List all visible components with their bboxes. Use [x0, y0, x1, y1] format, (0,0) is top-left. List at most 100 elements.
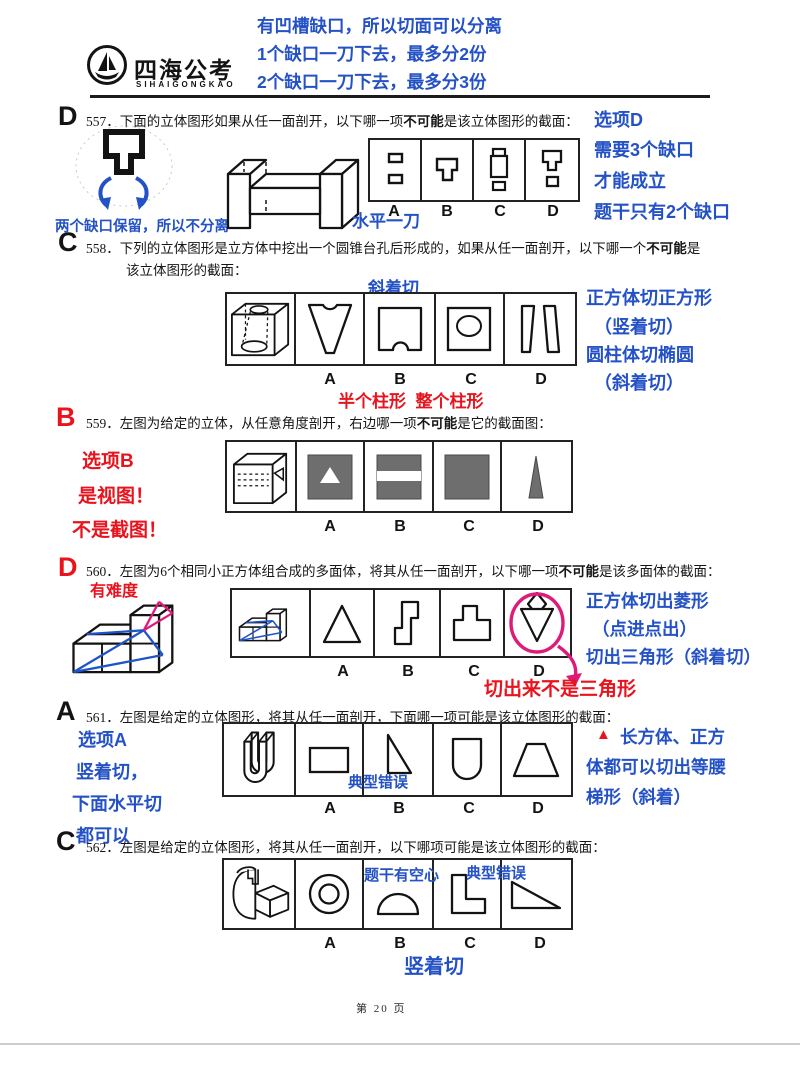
plug-rect-glyph [541, 149, 563, 188]
answer-letter-558: C [58, 227, 78, 257]
header-rule [90, 95, 710, 98]
side-note-561-1: 长方体、正方 [620, 727, 725, 747]
option-b-562 [364, 860, 434, 928]
stem-figure-562 [224, 860, 297, 928]
option-label: B [394, 371, 406, 388]
left-note-559-1: 选项B [82, 451, 134, 472]
option-c-558 [436, 294, 505, 364]
option-d-558 [505, 294, 575, 364]
option-label: C [465, 371, 477, 388]
right-triangle-glyph [386, 733, 413, 775]
trapezoid-glyph [513, 742, 560, 777]
sketch-note-557: 两个缺口保留，所以不分离 [55, 219, 229, 235]
options-box-560 [230, 588, 572, 658]
stem-figure-559 [227, 442, 298, 511]
option-label: D [533, 663, 545, 680]
side-note-558-3: 圆柱体切椭圆 [586, 345, 694, 365]
option-label: B [393, 800, 405, 817]
option-label: B [441, 203, 453, 220]
u-fork-solid-figure [243, 730, 275, 783]
square-arch-glyph [377, 306, 422, 352]
options-box-558 [225, 292, 577, 366]
brand-logo-icon [87, 45, 127, 85]
square-circle-glyph [447, 306, 492, 352]
option-c-559 [434, 442, 502, 511]
option-d-562 [502, 860, 571, 928]
box-note-562-b: 题干有空心 [364, 867, 440, 884]
side-note-560-2: （点进点出） [592, 619, 697, 639]
side-note-560-1: 正方体切出菱形 [586, 591, 709, 611]
difficulty-note-560: 有难度 [90, 583, 139, 600]
side-note-560-3: 切出三角形（斜着切） [586, 647, 761, 667]
options-box-557 [368, 138, 580, 202]
option-label: D [532, 800, 544, 817]
option-label: D [532, 518, 544, 535]
option-b-558 [365, 294, 436, 364]
answer-letter-561: A [56, 696, 76, 726]
side-note-561-2: 体都可以切出等腰 [586, 757, 726, 777]
right-triangle-glyph [511, 880, 562, 910]
option-label: B [394, 935, 406, 952]
options-box-559 [225, 440, 573, 513]
option-label: D [534, 935, 546, 952]
option-label: C [494, 203, 506, 220]
option-label: C [463, 518, 475, 535]
option-d-557 [526, 140, 578, 200]
option-b-561 [364, 724, 434, 795]
brand-name: 四海公考 [134, 57, 234, 83]
stem-figure-558 [227, 294, 297, 364]
halfcylinder-box-figure [232, 866, 290, 920]
option-label: A [337, 663, 349, 680]
options-box-562 [222, 858, 573, 930]
red-note-560: 切出来不是三角形 [484, 679, 637, 700]
gray-spike-glyph [528, 455, 545, 498]
answer-letter-562: C [56, 826, 76, 856]
diamond-triangle-glyph [509, 591, 566, 654]
side-note-558-4: （斜着切） [594, 373, 684, 393]
plug-glyph [435, 157, 459, 182]
option-label: A [324, 371, 336, 388]
gray-square-stripe-glyph [376, 454, 422, 499]
option-label: C [468, 663, 480, 680]
answer-letter-560: D [58, 552, 78, 582]
option-a-559 [297, 442, 366, 511]
option-label: B [402, 663, 414, 680]
sketch-notch-figure-557 [75, 125, 173, 210]
left-note-561-3: 下面水平切 [72, 794, 162, 814]
pink-arrow-560 [557, 644, 582, 687]
warning-triangle-marker: ▲ [596, 726, 611, 743]
red-note-558: 半个柱形 整个柱形 [338, 392, 484, 411]
answer-letter-557: D [58, 101, 78, 131]
two-tapered-bars-glyph [520, 304, 561, 354]
box-note-561: 典型错误 [348, 774, 409, 791]
option-label: D [547, 203, 559, 220]
option-c-561 [434, 724, 502, 795]
option-d-560 [505, 590, 570, 656]
stem-figure-560 [232, 590, 312, 656]
option-label: B [394, 518, 406, 535]
rectangle-glyph [309, 746, 350, 773]
option-c-557 [474, 140, 527, 200]
option-a-560 [311, 590, 376, 656]
cube-frustum-hole-figure [230, 302, 289, 357]
left-note-561-2: 竖着切， [76, 762, 148, 782]
v-shape-glyph [307, 303, 352, 355]
option-a-557 [370, 140, 423, 200]
option-b-559 [365, 442, 434, 511]
left-note-561-4: 都可以 [76, 826, 130, 846]
side-note-557-1: 选项D [594, 110, 643, 130]
triangle-glyph [323, 604, 362, 644]
l-shape-glyph [450, 873, 486, 915]
option-b-557 [422, 140, 475, 200]
cube-triangle-hole-figure [233, 452, 288, 504]
question-text-561: 561．左图是给定的立体图形，将其从任一面剖开，下面哪一项可能是该立体图形的截面… [86, 710, 620, 725]
question-text-560: 560．左图为6个相同小正方体组合成的多面体，将其从任一面剖开，以下哪一项不可能… [86, 564, 721, 579]
bottom-rule [0, 1043, 800, 1045]
side-note-557-2: 需要3个缺口 [594, 140, 695, 160]
option-label: C [464, 935, 476, 952]
option-label: C [463, 800, 475, 817]
box-note-562-d: 典型错误 [466, 865, 527, 882]
option-label: A [324, 518, 336, 535]
page-number: 第 20 页 [356, 1003, 407, 1015]
